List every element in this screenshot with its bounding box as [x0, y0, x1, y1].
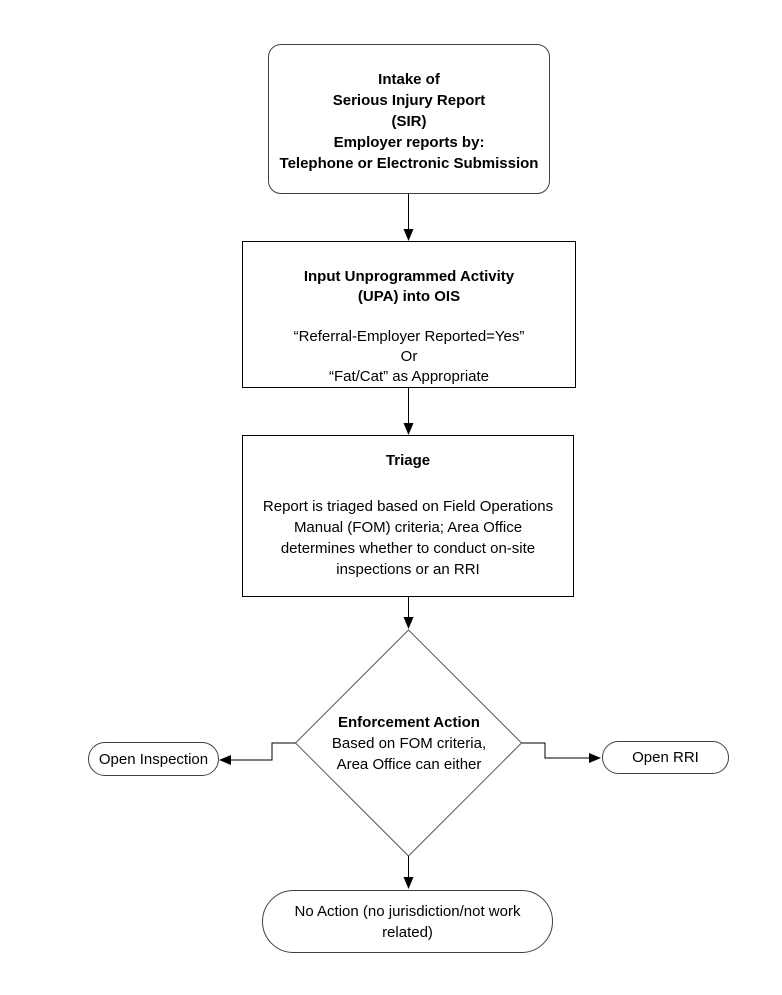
spacer	[243, 472, 573, 496]
node-intake-sir: Intake of Serious Injury Report (SIR) Em…	[268, 44, 550, 194]
node-triage: Triage Report is triaged based on Field …	[242, 435, 574, 597]
triage-body-line: inspections or an RRI	[336, 561, 480, 578]
intake-line: Employer reports by:	[333, 134, 485, 151]
triage-body-line: determines whether to conduct on-site	[280, 540, 536, 557]
upa-title-line: Input Unprogrammed Activity	[303, 268, 515, 285]
triage-body-line: Report is triaged based on Field Operati…	[262, 498, 554, 515]
no-action-label: No Action (no jurisdiction/not work rela…	[294, 902, 521, 941]
intake-line: Intake of	[378, 71, 440, 88]
node-input-upa: Input Unprogrammed Activity (UPA) into O…	[242, 241, 576, 388]
upa-body-line: “Fat/Cat” as Appropriate	[328, 368, 490, 385]
node-no-action: No Action (no jurisdiction/not work rela…	[262, 890, 553, 953]
connector-decision-to-open-inspection-arrow	[219, 742, 296, 765]
decision-body-line: Based on FOM criteria,	[331, 735, 487, 752]
spacer	[243, 307, 575, 327]
intake-line: (SIR)	[391, 113, 427, 130]
upa-body-line: “Referral-Employer Reported=Yes”	[293, 328, 525, 345]
node-open-inspection: Open Inspection	[88, 742, 219, 776]
triage-body-line: Manual (FOM) criteria; Area Office	[293, 519, 523, 536]
intake-line: Telephone or Electronic Submission	[279, 155, 539, 172]
open-rri-label: Open RRI	[632, 749, 699, 766]
decision-body-line: Area Office can either	[336, 756, 482, 773]
triage-title: Triage	[385, 452, 431, 469]
node-decision-enforcement-action: Enforcement Action Based on FOM criteria…	[296, 712, 522, 775]
upa-body-line: Or	[400, 348, 418, 365]
open-inspection-label: Open Inspection	[98, 750, 209, 768]
intake-line: Serious Injury Report	[332, 92, 486, 109]
decision-title: Enforcement Action	[338, 714, 480, 731]
connector-decision-to-open-rri-arrow	[521, 742, 601, 763]
upa-title-line: (UPA) into OIS	[357, 288, 461, 305]
node-open-rri: Open RRI	[602, 741, 729, 774]
